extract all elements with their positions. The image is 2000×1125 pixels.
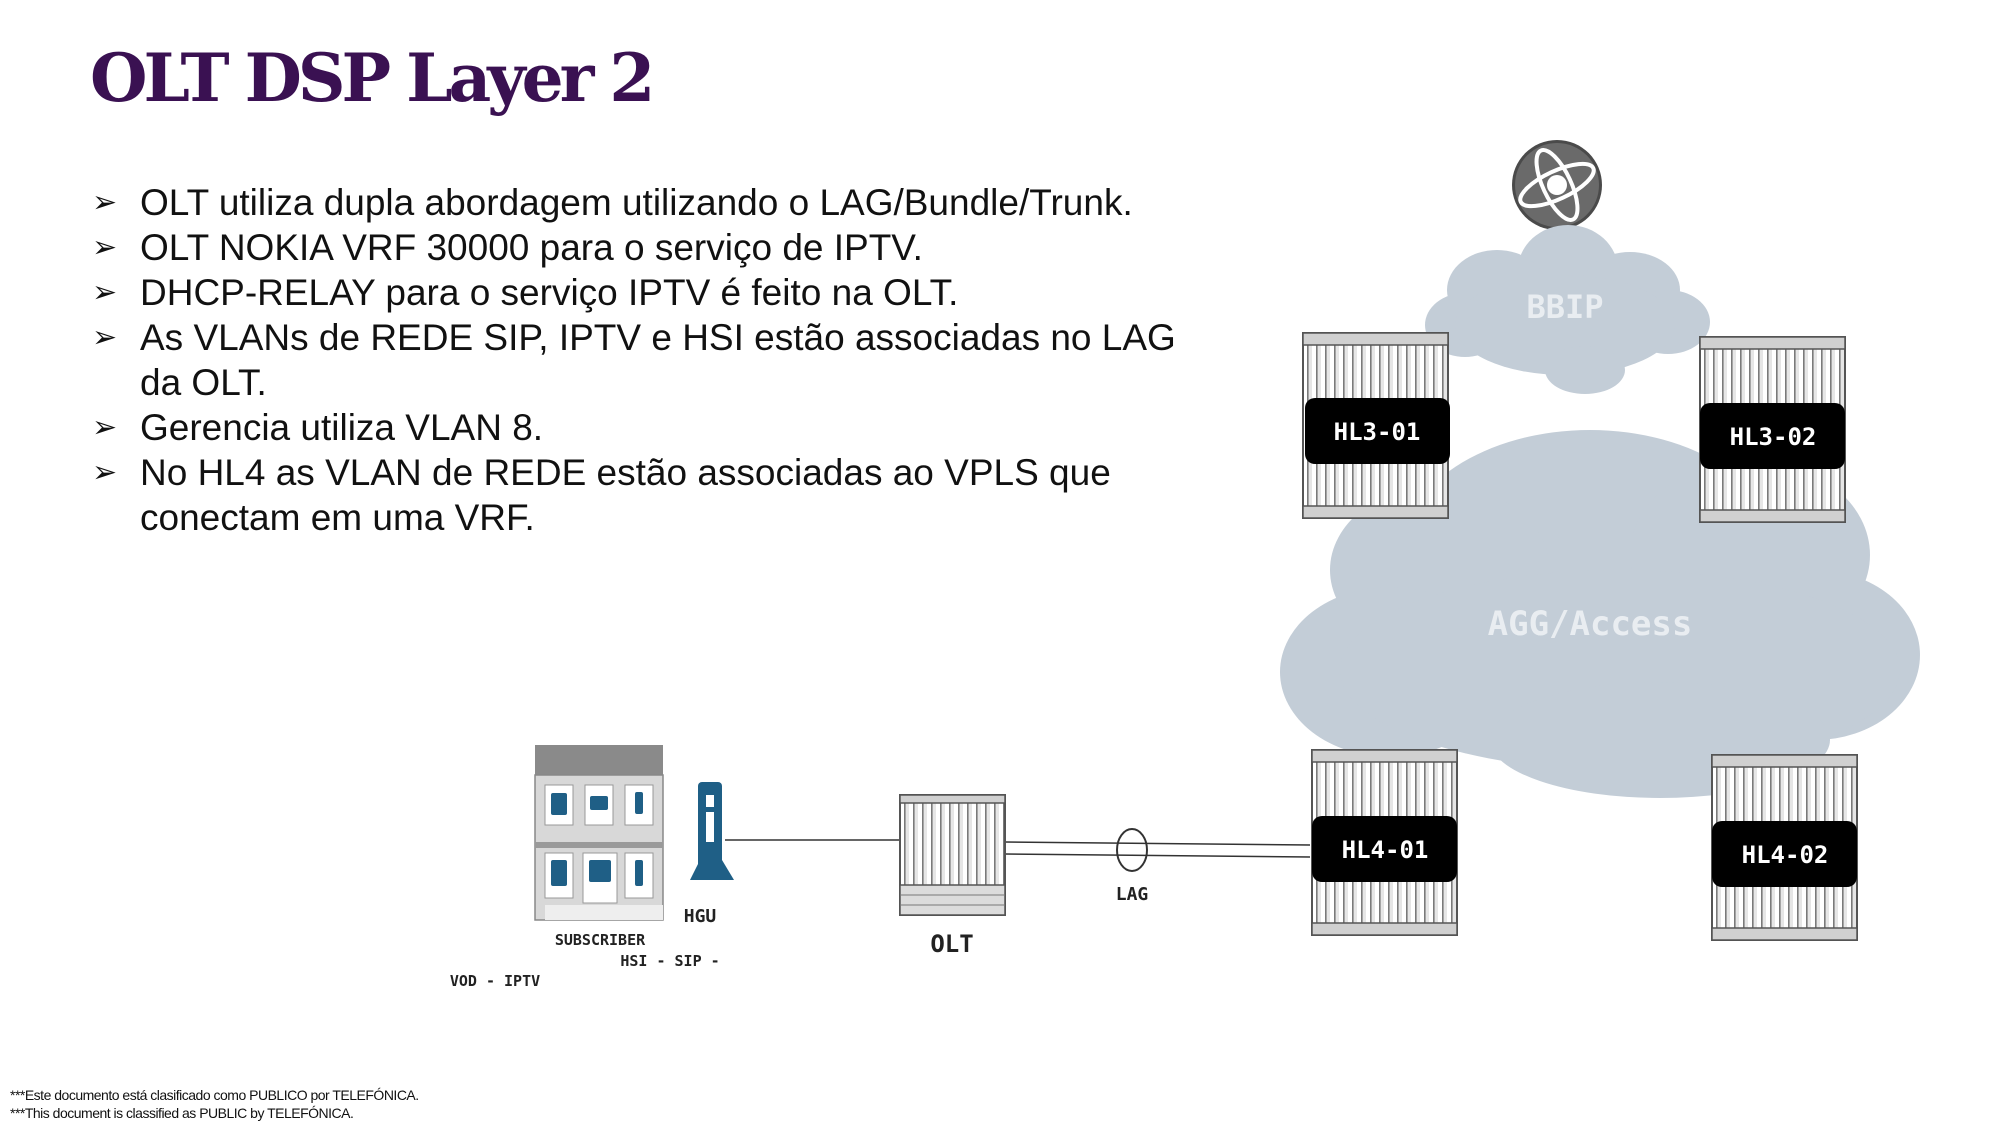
services-label-line1: HSI - SIP - [620, 952, 719, 970]
router-label: HL3-01 [1334, 418, 1421, 446]
hgu-icon [690, 782, 734, 880]
router-hl3-02: HL3-02 [1699, 336, 1846, 523]
router-label: HL3-02 [1730, 423, 1817, 451]
lag-link-1 [1004, 841, 1311, 846]
lag-label: LAG [1116, 884, 1149, 905]
subscriber-label: SUBSCRIBER [555, 931, 646, 949]
bullet-item: ➢ OLT utiliza dupla abordagem utilizando … [92, 180, 1212, 225]
router-label-box [1312, 816, 1457, 882]
arrowhead-bullet-icon: ➢ [92, 231, 118, 264]
router-label-box [1712, 821, 1857, 887]
arrowhead-bullet-icon: ➢ [92, 186, 118, 219]
bbip-cloud [1425, 225, 1710, 394]
bullet-item: ➢ OLT NOKIA VRF 30000 para o serviço de I… [92, 225, 1212, 270]
router-hl4-02: HL4-02 [1711, 754, 1858, 941]
globe-icon [1512, 140, 1602, 230]
footer-line-en: ***This document is classified as PUBLIC… [10, 1105, 354, 1121]
arrowhead-bullet-icon: ➢ [92, 456, 118, 489]
bullet-text: DHCP-RELAY para o serviço IPTV é feito n… [140, 272, 959, 313]
router-hl3-01: HL3-01 [1302, 332, 1450, 519]
footer-line-pt: ***Este documento está clasificado como … [10, 1087, 419, 1103]
router-label: HL4-02 [1742, 841, 1829, 869]
bullet-item: ➢ DHCP-RELAY para o serviço IPTV é feito … [92, 270, 1212, 315]
arrowhead-bullet-icon: ➢ [92, 321, 118, 354]
bullet-item: ➢ No HL4 as VLAN de REDE estão associadas… [92, 450, 1240, 540]
agg-access-cloud [1280, 430, 1920, 798]
router-label: HL4-01 [1342, 836, 1429, 864]
bullet-text: Gerencia utiliza VLAN 8. [140, 407, 544, 448]
olt-label: OLT [930, 930, 973, 958]
router-hl4-01: HL4-01 [1311, 749, 1458, 936]
arrowhead-bullet-icon: ➢ [92, 411, 118, 444]
subscriber-building-icon [534, 745, 664, 921]
lag-ellipse [1116, 828, 1148, 872]
bullet-list: ➢ OLT utiliza dupla abordagem utilizando … [92, 180, 1212, 540]
bullet-text: OLT utiliza dupla abordagem utilizando o… [140, 182, 1133, 223]
olt-device [899, 794, 1006, 916]
bullet-item: ➢ Gerencia utiliza VLAN 8. [92, 405, 1212, 450]
router-label-box [1305, 398, 1450, 464]
bullet-item: ➢ As VLANs de REDE SIP, IPTV e HSI estão … [92, 315, 1200, 405]
hgu-label: HGU [684, 906, 717, 927]
bullet-text: No HL4 as VLAN de REDE estão associadas … [140, 452, 1111, 538]
arrowhead-bullet-icon: ➢ [92, 276, 118, 309]
classification-footer: ***Este documento está clasificado como … [10, 1086, 419, 1122]
router-label-box [1700, 403, 1845, 469]
services-label-line2: VOD - IPTV [450, 972, 540, 990]
bullet-text: As VLANs de REDE SIP, IPTV e HSI estão a… [140, 317, 1176, 403]
bullet-text: OLT NOKIA VRF 30000 para o serviço de IP… [140, 227, 923, 268]
slide-title: OLT DSP Layer 2 [90, 39, 655, 117]
lag-link-2 [1004, 853, 1311, 858]
agg-access-label: AGG/Access [1488, 604, 1693, 644]
bbip-label: BBIP [1526, 288, 1603, 326]
